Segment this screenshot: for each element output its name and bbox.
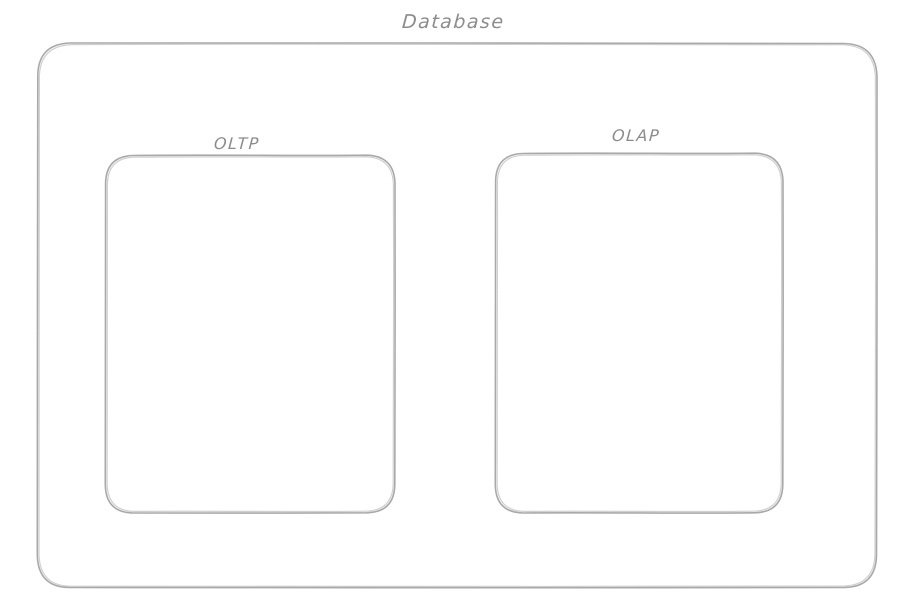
olap-node-shape [494,152,785,514]
oltp-node-shape [104,154,397,514]
olap-label: OLAP [611,126,661,145]
database-label: Database [401,11,506,33]
oltp-label: OLTP [213,134,261,153]
database-container-shape [36,41,879,589]
